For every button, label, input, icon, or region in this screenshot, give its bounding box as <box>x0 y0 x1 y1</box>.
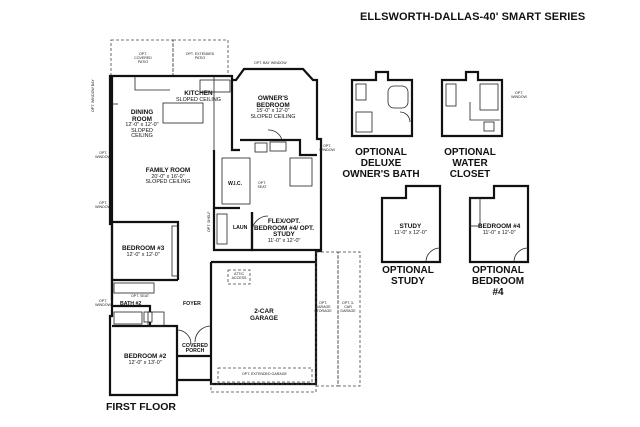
opt-seat-bath2-label: OPT. SEAT <box>131 294 150 298</box>
wic-wall <box>212 150 240 210</box>
opt-shelf-label: OPT. SHELF <box>207 211 211 232</box>
optional-water-closet-caption: OPTIONAL WATER CLOSET <box>444 147 496 180</box>
attic-access-label: ATTIC ACCESS <box>231 272 247 280</box>
opt-covered-patio-outline <box>110 39 174 77</box>
deluxe-bath-plan <box>350 70 414 138</box>
deluxe-shower <box>355 111 373 133</box>
wic-shelves <box>221 157 251 205</box>
opt-extended-patio-outline <box>172 39 229 77</box>
bedroom2-wall <box>112 324 179 380</box>
owners-vanity <box>269 141 287 152</box>
covered-porch-label: COVERED PORCH <box>182 343 208 355</box>
opt-window-label-d: OPT. WINDOW <box>319 144 335 152</box>
foyer-closet <box>147 311 165 327</box>
owners-suite-wall <box>230 80 240 152</box>
laundry-label: LAUN <box>233 225 248 231</box>
first-floor-plan <box>108 39 361 397</box>
owners-bath-wall <box>240 138 317 157</box>
front-door-swing <box>194 325 212 343</box>
opt-extended-patio-label: OPT. EXTENDED PATIO <box>185 52 215 60</box>
optional-study-plan <box>380 184 442 264</box>
kitchen-island <box>162 102 204 124</box>
first-floor-label: FIRST FLOOR <box>106 401 176 413</box>
opt-shelf-unit <box>216 213 228 245</box>
foyer-label: FOYER <box>183 301 201 307</box>
garage-label: 2-CAR GARAGE <box>249 308 279 322</box>
flex-room-wall <box>250 212 321 252</box>
bedroom3-closet <box>171 225 179 277</box>
plan-title: ELLSWORTH-DALLAS-40' SMART SERIES <box>360 11 586 23</box>
bath2-label: BATH #2 <box>120 301 142 307</box>
wic-label: W.I.C. <box>228 181 243 187</box>
opt-bay-window-label: OPT. BAY WINDOW <box>254 61 287 65</box>
opt-extended-garage-outline <box>210 383 317 393</box>
bath2-tub <box>113 311 143 325</box>
opt-window-label-e: OPT. WINDOW <box>511 91 527 99</box>
optional-deluxe-bath-caption: OPTIONAL DELUXE OWNER'S BATH <box>342 147 420 180</box>
opt-window-label-a: OPT. WINDOW <box>95 151 111 159</box>
wc-toilet <box>483 121 495 132</box>
opt-seat-label: OPT. SEAT <box>257 181 267 189</box>
owners-shower <box>289 157 313 187</box>
optional-bedroom4-plan <box>468 184 530 264</box>
owners-toilet <box>254 142 268 153</box>
bedroom2-door-swing <box>176 329 192 345</box>
opt-garage-storage-outline <box>315 251 339 387</box>
opt-window-label-c: OPT. WINDOW <box>95 299 111 307</box>
flex-door-swing <box>251 215 269 233</box>
attic-access-outline <box>227 269 251 285</box>
opt-3car-garage-label: OPT. 3-CAR GARAGE <box>340 301 356 313</box>
opt-extended-garage-label: OPT. EXTENDED GARAGE <box>242 372 287 376</box>
bath2-vanity <box>113 282 155 294</box>
optional-bedroom4-caption: OPTIONAL BEDROOM #4 <box>471 265 525 298</box>
garage-door-outline <box>217 367 313 383</box>
deluxe-tub <box>387 85 409 109</box>
kitchen-counter <box>134 76 170 91</box>
deluxe-vanity <box>355 83 367 101</box>
wc-shower <box>479 83 499 111</box>
optional-study-caption: OPTIONAL STUDY <box>382 265 434 287</box>
kitchen-range <box>199 79 231 93</box>
opt-window-bay-label: OPT. WINDOW BAY <box>91 79 95 112</box>
opt-3car-garage-outline <box>337 251 361 387</box>
opt-garage-storage-label: OPT. GARAGE STORAGE <box>314 301 332 313</box>
wc-vanity <box>445 83 457 107</box>
opt-window-label-b: OPT. WINDOW <box>95 201 111 209</box>
opt-covered-patio-label: OPT. COVERED PATIO <box>134 52 152 64</box>
owners-door-swing <box>267 129 283 141</box>
water-closet-plan <box>440 70 504 138</box>
